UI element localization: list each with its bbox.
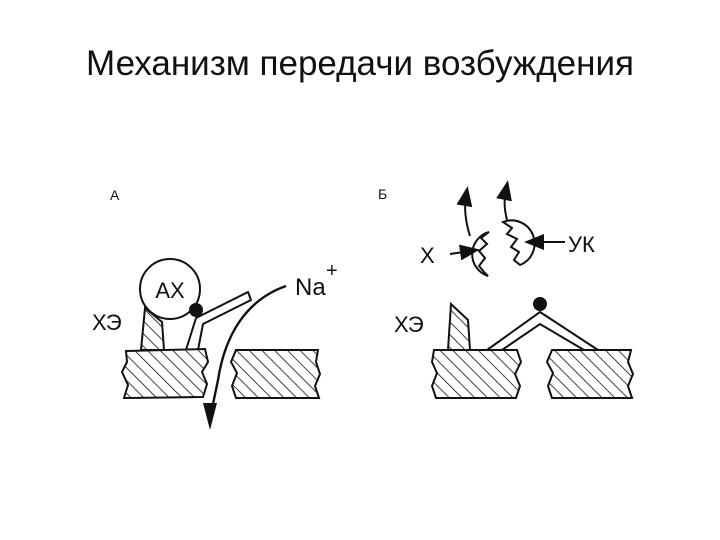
acetic-acid-fragment xyxy=(500,219,536,267)
receptor-roof-inner xyxy=(501,322,585,351)
panel-b: Б Х УК ХЭ xyxy=(378,180,635,399)
panel-b-letter: Б xyxy=(378,186,387,202)
sodium-ion-label: Na xyxy=(295,274,326,301)
receptor-roof-outer xyxy=(486,310,599,351)
acetylcholine-label: АХ xyxy=(155,278,185,303)
panel-a: А АХ Na + ХЭ xyxy=(92,187,338,430)
acetic-acid-label: УК xyxy=(568,232,595,257)
receptor-arm-a xyxy=(185,291,252,351)
slide-title: Механизм передачи возбуждения xyxy=(86,44,634,83)
sodium-inflow-arrowhead xyxy=(203,403,217,430)
receptor-dot-a xyxy=(189,303,203,317)
choline-diffusion-arrow xyxy=(456,186,473,237)
choline-label: Х xyxy=(420,243,435,268)
acetylcholine-circle xyxy=(139,258,201,320)
membrane-block-left-b xyxy=(430,349,523,399)
cholinesterase-label-a: ХЭ xyxy=(92,310,122,335)
membrane-block-right-a xyxy=(229,349,322,399)
cholinesterase-shape-a xyxy=(139,306,166,351)
acetic-acid-diffusion-arrow xyxy=(496,180,512,221)
cholinesterase-label-b: ХЭ xyxy=(394,312,424,337)
membrane-block-left-a xyxy=(120,347,210,400)
sodium-ion-charge: + xyxy=(326,260,338,282)
cholinesterase-shape-b xyxy=(446,301,472,351)
choline-fragment xyxy=(471,231,490,277)
receptor-dot-b xyxy=(533,297,547,311)
membrane-block-right-b xyxy=(545,349,635,399)
choline-pointer-arrow xyxy=(449,244,480,261)
panel-a-letter: А xyxy=(110,187,120,203)
